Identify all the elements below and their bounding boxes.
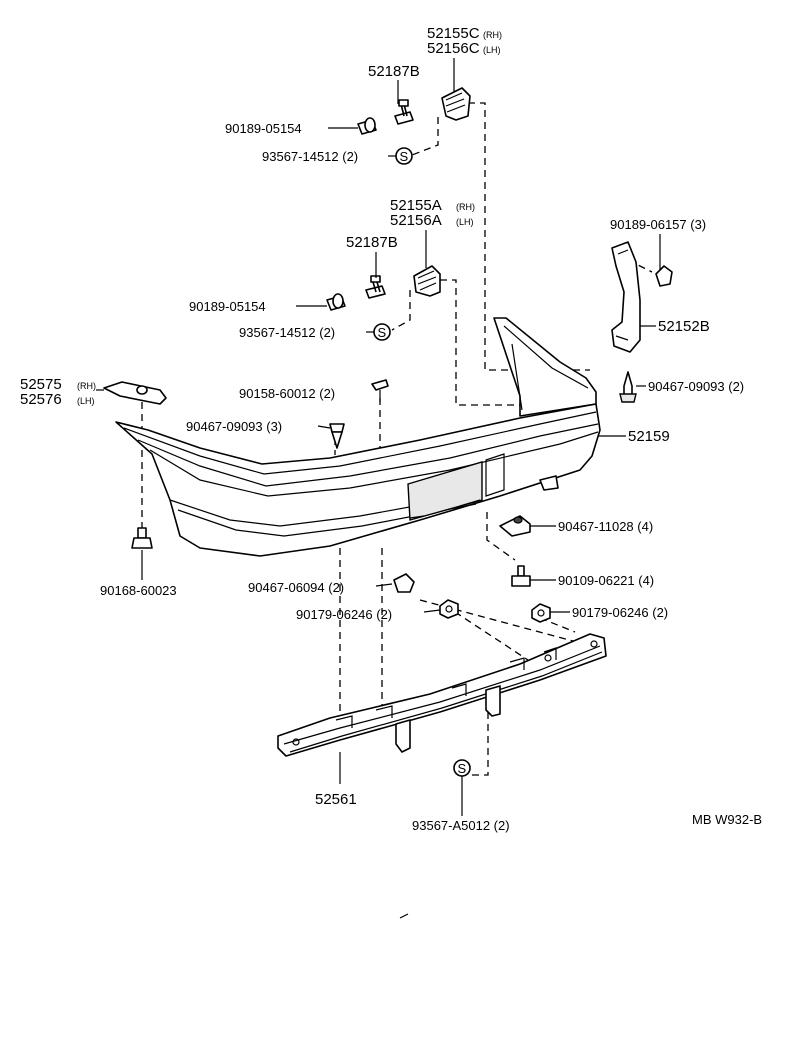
bracket-52152b	[611, 241, 641, 353]
nut-90179-06246-left	[439, 599, 459, 619]
label-52156c-side: (LH)	[483, 45, 501, 55]
label-93567-14512-top: 93567-14512 (2)	[262, 149, 358, 164]
label-52155a-side: (RH)	[456, 202, 475, 212]
label-90179-06246-right: 90179-06246 (2)	[572, 605, 668, 620]
svg-text:S: S	[400, 149, 409, 164]
label-90168-60023: 90168-60023	[100, 583, 177, 598]
label-90467-06094: 90467-06094 (2)	[248, 580, 344, 595]
label-93567-14512-mid: 93567-14512 (2)	[239, 325, 335, 340]
label-52156a: 52156A	[390, 212, 442, 229]
stray-mark	[399, 913, 409, 919]
label-90189-06157: 90189-06157 (3)	[610, 217, 706, 232]
bracket-52155c	[441, 87, 471, 121]
label-90467-09093-left: 90467-09093 (3)	[186, 419, 282, 434]
label-52187b-top: 52187B	[368, 63, 420, 80]
clip-52187b-top	[394, 99, 414, 125]
label-90158-60012: 90158-60012 (2)	[239, 386, 335, 401]
label-52576-side: (LH)	[77, 396, 95, 406]
label-52155a: 52155A	[390, 197, 442, 214]
part-labels: 52155C (RH) 52156C (LH) 52187B 90189-051…	[20, 25, 762, 833]
washer-symbol-top: S	[395, 147, 413, 165]
label-52155c: 52155C	[427, 25, 480, 42]
label-90467-11028: 90467-11028 (4)	[558, 519, 653, 534]
label-90189-05154-mid: 90189-05154	[189, 299, 266, 314]
label-90467-09093-right: 90467-09093 (2)	[648, 379, 744, 394]
label-90189-05154-top: 90189-05154	[225, 121, 302, 136]
nut-90168-60023	[131, 527, 153, 549]
label-52156a-side: (LH)	[456, 217, 474, 227]
washer-symbol-bottom: S	[453, 759, 471, 777]
clip-52187b-mid	[365, 275, 386, 299]
clip-90467-11028	[499, 515, 531, 537]
washer-symbol-mid: S	[373, 323, 391, 341]
clip-90467-09093-right	[619, 371, 637, 403]
screw-90158-60012	[371, 379, 389, 402]
label-93567-a5012: 93567-A5012 (2)	[412, 818, 510, 833]
label-52187b-mid: 52187B	[346, 234, 398, 251]
retainer-52575	[103, 381, 167, 405]
label-90179-06246-left: 90179-06246 (2)	[296, 607, 392, 622]
nut-90189-06157	[655, 265, 673, 287]
label-52155c-side: (RH)	[483, 30, 502, 40]
label-52159: 52159	[628, 428, 670, 445]
bolt-90109-06221	[511, 565, 531, 587]
clip-90467-06094	[393, 573, 415, 593]
label-52156c: 52156C	[427, 40, 480, 57]
svg-text:S: S	[458, 761, 467, 776]
bracket-52155a	[413, 265, 441, 297]
nut-90179-06246-right	[531, 603, 551, 623]
drawing-code: MB W932-B	[692, 812, 762, 827]
label-52575: 52575	[20, 376, 62, 393]
bumper-cover-52159	[115, 317, 601, 557]
leader-lines	[96, 58, 661, 816]
label-52561: 52561	[315, 791, 357, 808]
label-52152b: 52152B	[658, 318, 710, 335]
label-52575-side: (RH)	[77, 381, 96, 391]
clip-90467-09093-left	[329, 423, 345, 449]
svg-text:S: S	[378, 325, 387, 340]
screw-90189-05154-top	[357, 117, 377, 135]
screw-90189-05154-mid	[326, 293, 346, 311]
label-90109-06221: 90109-06221 (4)	[558, 573, 654, 588]
label-52576: 52576	[20, 391, 62, 408]
reinforcement-52561	[277, 633, 607, 757]
